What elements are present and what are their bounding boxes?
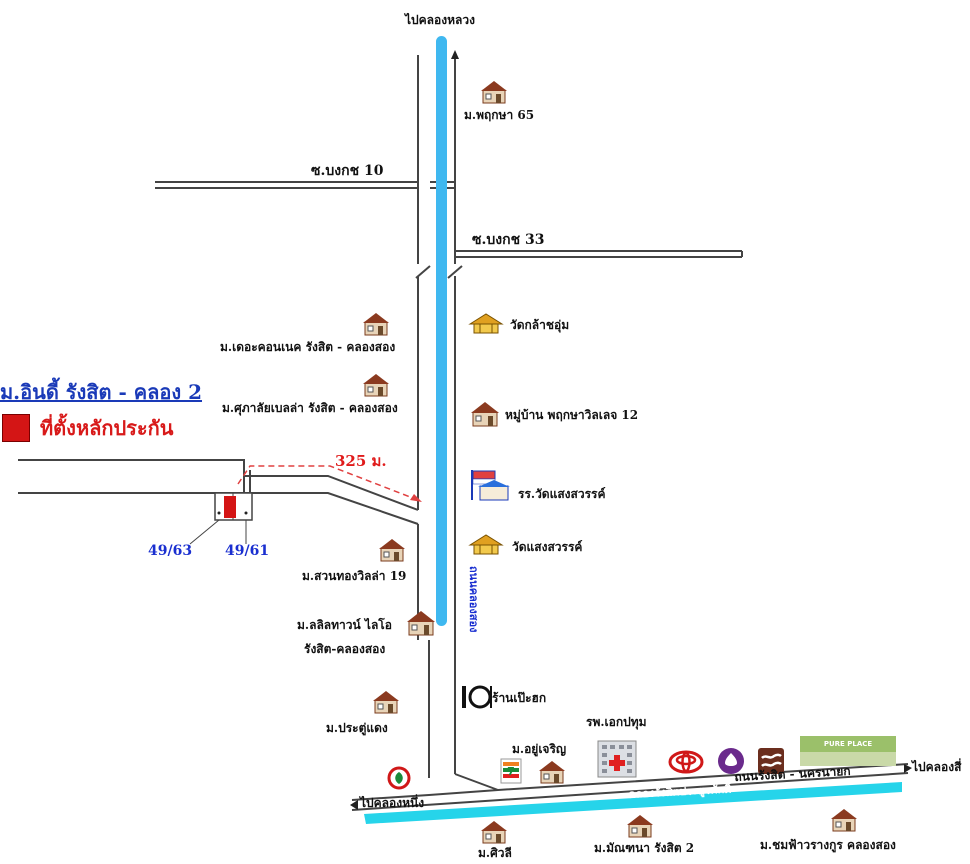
house-icon — [363, 374, 389, 397]
place-pruksa-65: ม.พฤกษา 65 — [464, 108, 535, 122]
place-suanthong: ม.สวนทองวิลล่า 19 — [302, 569, 407, 583]
to-khlong-right-label: ไปคลองสี่ — [912, 760, 962, 774]
collateral-legend-label: ที่ตั้งหลักประกัน — [40, 416, 174, 440]
scb-bank-logo — [718, 748, 744, 774]
house-icon — [471, 402, 499, 427]
house-icon — [539, 761, 565, 784]
toyota-logo — [668, 750, 704, 774]
bridge — [415, 265, 463, 279]
fork-plate-icon — [462, 685, 492, 709]
legend: ที่ตั้งหลักประกัน — [2, 412, 173, 444]
soi-10-road — [155, 181, 455, 189]
main-road-vertical-label: ถนนคลองสอง — [467, 566, 480, 632]
place-hospital: รพ.เอกปทุม — [586, 715, 647, 729]
temple-icon — [468, 534, 504, 555]
project-title: ม.อินดี้ รังสิต - คลอง 2 — [0, 380, 203, 404]
collateral-marker — [224, 496, 236, 518]
place-pratu-daeng: ม.ประตู่แดง — [326, 721, 388, 735]
place-wat-kla: วัดกล้าชอุ่ม — [510, 318, 570, 332]
house-icon — [373, 691, 399, 714]
house-icon — [481, 821, 507, 844]
seven-eleven-logo: 7 — [500, 758, 522, 784]
pure-place-text: PURE PLACE — [824, 740, 873, 748]
collateral-legend-swatch — [2, 414, 30, 442]
main-road-bottom — [351, 763, 909, 811]
place-wat-saeng: วัดแสงสวรรค์ — [512, 540, 583, 554]
place-lalin-line1: ม.ลลิลทาวน์ ไลโอ — [297, 618, 392, 632]
distance-arrow-head — [410, 494, 422, 502]
place-restaurant: ร้านเป๊ะฮก — [492, 691, 547, 705]
house-icon — [363, 313, 389, 336]
canal-vertical — [436, 36, 447, 626]
pure-place-sign: PURE PLACE — [800, 736, 896, 766]
place-yoo-charoen: ม.อยู่เจริญ — [512, 742, 567, 756]
place-supalai-bella: ม.ศุภาลัยเบลล่า รังสิต - คลองสอง — [222, 401, 398, 415]
place-chomfa: ม.ชมฟ้าวรางกูร คลองสอง — [760, 838, 896, 852]
soi-10-label: ซ.บงกช 10 — [311, 163, 384, 179]
place-the-connect: ม.เดอะคอนเนค รังสิต - คลองสอง — [220, 340, 396, 354]
arrow-right — [904, 764, 912, 773]
property-lots — [189, 492, 253, 545]
to-khlong-luang-label: ไปคลองหลวง — [405, 13, 475, 27]
main-road-vertical — [417, 55, 456, 778]
bank-logo-brown — [758, 748, 784, 774]
house-number-left: 49/63 — [148, 543, 193, 559]
house-icon — [407, 611, 435, 636]
place-school: รร.วัดแสงสวรรค์ — [518, 487, 606, 501]
distance-line — [237, 465, 419, 501]
house-icon — [831, 809, 857, 832]
soi-33-road — [455, 250, 743, 258]
distance-label: 325 ม. — [335, 452, 387, 470]
house-number-right: 49/61 — [225, 543, 270, 559]
place-lalin-line2: รังสิต-คลองสอง — [304, 642, 386, 656]
canal-bottom — [364, 782, 902, 824]
kasikorn-bank-logo — [387, 766, 411, 790]
svg-text:7: 7 — [507, 765, 515, 778]
soi-33-label: ซ.บงกช 33 — [472, 232, 545, 248]
school-flag-icon — [471, 470, 510, 501]
arrow-left — [350, 800, 358, 810]
house-icon — [379, 539, 405, 562]
place-pruksa-village: หมู่บ้าน พฤกษาวิลเลจ 12 — [505, 408, 639, 422]
house-icon — [481, 81, 507, 104]
place-manthana: ม.มัณฑนา รังสิต 2 — [594, 841, 695, 855]
house-icon — [627, 815, 653, 838]
to-khlong-nueng-label: ไปคลองหนึ่ง — [360, 796, 425, 810]
temple-icon — [468, 313, 504, 334]
place-siwalee: ม.ศิวลี — [478, 846, 512, 860]
north-arrow — [451, 50, 459, 62]
hospital-building-icon — [597, 740, 637, 778]
